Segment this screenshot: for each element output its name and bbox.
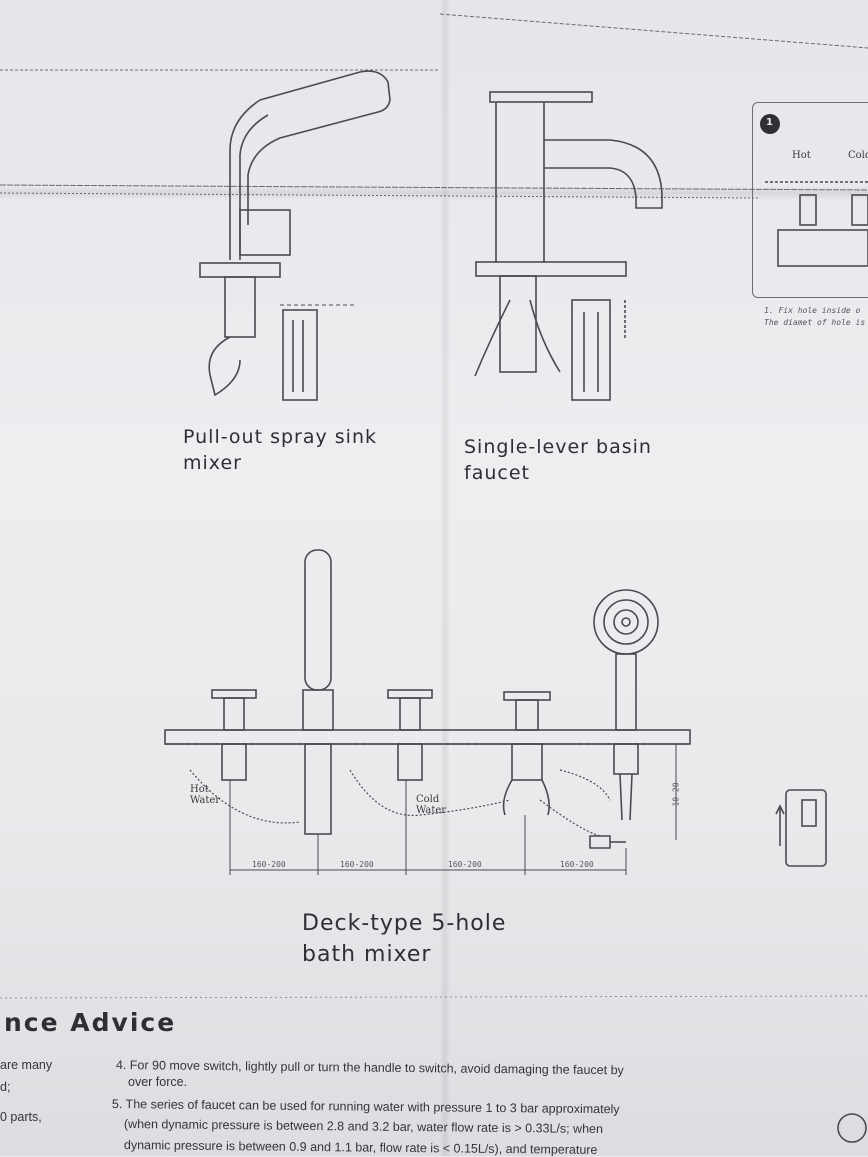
basin-faucet-caption: Single-lever basin faucet bbox=[464, 434, 652, 486]
bath-mixer-caption: Deck-type 5-hole bath mixer bbox=[302, 908, 506, 970]
bath-caption-line1: Deck-type 5-hole bbox=[302, 911, 507, 936]
cold-valve bbox=[387, 689, 433, 781]
spout bbox=[302, 549, 334, 835]
hoses bbox=[189, 769, 611, 837]
bath-mixer-drawing bbox=[164, 549, 691, 875]
hot-water-label: Hot Water bbox=[190, 784, 220, 806]
dimension-label-3: 160-200 bbox=[448, 860, 482, 869]
basin-caption-line1: Single-lever basin bbox=[464, 436, 652, 458]
dimension-label-1: 160-200 bbox=[252, 860, 286, 869]
hot-valve bbox=[211, 689, 257, 781]
right-edge-fragments bbox=[775, 789, 867, 1143]
side-note-1: 1. Fix hole inside o bbox=[764, 306, 861, 315]
dimension-lines bbox=[229, 744, 677, 875]
step-number: 1 bbox=[766, 117, 773, 128]
height-dimension-label: 10-20 bbox=[671, 782, 681, 807]
basin-caption-line2: faucet bbox=[464, 462, 530, 484]
installation-step-panel bbox=[752, 102, 868, 298]
side-hot-label: Hot bbox=[792, 150, 811, 161]
advice-heading: nce Advice bbox=[4, 1008, 177, 1037]
pullout-mixer-drawing bbox=[199, 70, 391, 401]
pullout-caption-line1: Pull-out spray sink bbox=[183, 426, 378, 448]
bath-caption-line2: bath mixer bbox=[302, 942, 432, 967]
top-border-lines bbox=[0, 13, 868, 199]
side-note-2: The diamet of hole is bbox=[764, 318, 866, 327]
cold-water-label: Cold Water bbox=[416, 794, 446, 816]
side-panel-drawing bbox=[760, 114, 868, 267]
advice-left-line-1: are many bbox=[0, 1058, 53, 1072]
basin-faucet-drawing bbox=[474, 91, 663, 401]
diverter bbox=[502, 691, 551, 816]
pullout-caption-line2: mixer bbox=[183, 452, 242, 474]
side-cold-label: Cold bbox=[848, 150, 868, 161]
advice-left-line-2: d; bbox=[0, 1080, 11, 1094]
advice-divider bbox=[0, 995, 868, 999]
dimension-label-2: 160-200 bbox=[340, 860, 374, 869]
advice-item-4-line-2: over force. bbox=[128, 1075, 188, 1089]
advice-left-line-3: 0 parts, bbox=[0, 1110, 42, 1124]
dimension-label-4: 160-200 bbox=[560, 860, 594, 869]
handshower bbox=[589, 589, 659, 849]
paper-fold-vertical bbox=[440, 0, 450, 1156]
cold-label-line1: Cold bbox=[416, 794, 440, 805]
paper-fold-horizontal bbox=[0, 186, 868, 200]
pullout-mixer-caption: Pull-out spray sink mixer bbox=[183, 424, 377, 476]
cold-label-line2: Water bbox=[416, 805, 447, 816]
hot-label-line2: Water bbox=[190, 795, 221, 806]
hot-label-line1: Hot bbox=[190, 784, 209, 795]
